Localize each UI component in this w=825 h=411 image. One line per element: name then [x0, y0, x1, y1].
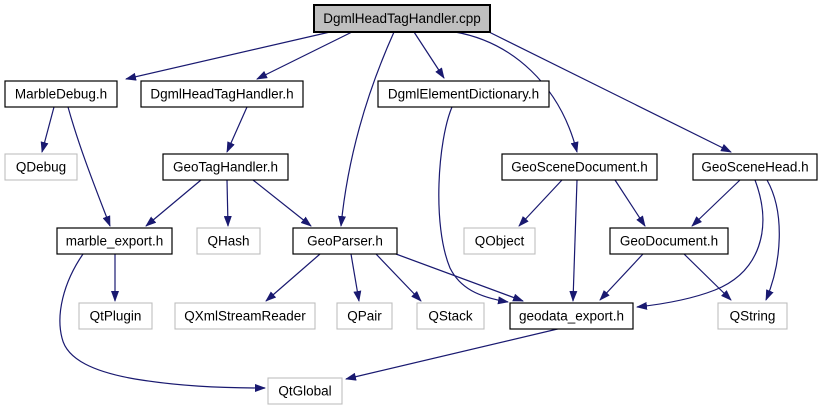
node-label-root: DgmlHeadTagHandler.cpp	[323, 11, 481, 26]
edge-geodata_export-to-qtglobal	[345, 326, 567, 381]
edge-root-to-geoparser	[338, 31, 395, 227]
edge-root-to-dgmlelemdict	[413, 31, 445, 79]
node-label-qpair: QPair	[347, 309, 382, 324]
edge-geoparser-to-qstack	[375, 253, 422, 302]
node-qstack: QStack	[416, 302, 485, 330]
node-box-qdebug	[4, 153, 78, 181]
node-root: DgmlHeadTagHandler.cpp	[313, 4, 491, 33]
node-box-qtplugin	[78, 302, 153, 330]
node-label-geoparser: GeoParser.h	[307, 234, 383, 249]
node-box-qhash	[196, 227, 261, 255]
node-geodocument[interactable]: GeoDocument.h	[609, 227, 729, 255]
node-geoscenedoc[interactable]: GeoSceneDocument.h	[501, 153, 658, 181]
node-marbledebug[interactable]: MarbleDebug.h	[4, 80, 118, 108]
node-box-qstack	[416, 302, 485, 330]
node-geodata_export[interactable]: geodata_export.h	[509, 302, 634, 330]
node-box-geoscenedoc[interactable]	[501, 153, 658, 181]
node-qstring: QString	[717, 302, 788, 330]
edge-geoscenehead-to-geodata_export	[636, 179, 764, 310]
node-label-geoscenedoc: GeoSceneDocument.h	[511, 160, 648, 175]
node-label-geodocument: GeoDocument.h	[620, 234, 718, 249]
node-box-qstring	[717, 302, 788, 330]
node-label-qtglobal: QtGlobal	[278, 384, 331, 399]
edge-geodocument-to-qstring	[683, 253, 732, 301]
node-box-marble_export[interactable]	[56, 227, 173, 255]
node-label-geotaghandler: GeoTagHandler.h	[173, 160, 278, 175]
edge-geotaghandler-to-qhash	[223, 179, 232, 227]
node-label-qdebug: QDebug	[16, 160, 66, 175]
node-box-dgmlheadtag_h[interactable]	[140, 80, 304, 108]
node-box-qtglobal	[267, 377, 343, 405]
node-qhash: QHash	[196, 227, 261, 255]
node-box-qpair	[336, 302, 393, 330]
node-label-geodata_export: geodata_export.h	[519, 309, 624, 324]
edge-root-to-geoscenedoc	[454, 31, 579, 153]
edge-geoparser-to-geodata_export	[395, 253, 524, 302]
node-box-geoparser[interactable]	[292, 227, 398, 255]
edge-root-to-dgmlheadtag_h	[256, 31, 353, 80]
node-marble_export[interactable]: marble_export.h	[56, 227, 173, 255]
node-box-dgmlelemdict[interactable]	[377, 80, 550, 108]
edge-geodocument-to-geodata_export	[599, 253, 644, 301]
edge-dgmlheadtag_h-to-geotaghandler	[226, 106, 248, 153]
node-qdebug: QDebug	[4, 153, 78, 181]
node-dgmlelemdict[interactable]: DgmlElementDictionary.h	[377, 80, 550, 108]
node-box-geodocument[interactable]	[609, 227, 729, 255]
edge-root-to-geoscenehead	[488, 31, 732, 153]
edge-marble_export-to-qtglobal	[59, 253, 266, 392]
node-box-qxmlstreamreader	[174, 302, 316, 330]
node-box-geodata_export[interactable]	[509, 302, 634, 330]
node-box-marbledebug[interactable]	[4, 80, 118, 108]
node-box-geoscenehead[interactable]	[692, 153, 818, 181]
node-geoscenehead[interactable]: GeoSceneHead.h	[692, 153, 818, 181]
edge-geoscenedoc-to-geodocument	[614, 179, 646, 227]
node-label-dgmlelemdict: DgmlElementDictionary.h	[388, 87, 539, 102]
node-geoparser[interactable]: GeoParser.h	[292, 227, 398, 255]
node-label-qstring: QString	[730, 309, 776, 324]
edge-geoscenehead-to-qstring	[765, 179, 780, 301]
node-dgmlheadtag_h[interactable]: DgmlHeadTagHandler.h	[140, 80, 304, 108]
node-box-geotaghandler[interactable]	[162, 153, 289, 181]
node-box-root	[313, 4, 491, 33]
node-label-geoscenehead: GeoSceneHead.h	[701, 160, 808, 175]
node-label-dgmlheadtag_h: DgmlHeadTagHandler.h	[150, 87, 293, 102]
edge-geoscenedoc-to-geodata_export	[569, 179, 578, 302]
node-qpair: QPair	[336, 302, 393, 330]
node-label-marble_export: marble_export.h	[66, 234, 164, 249]
node-qxmlstreamreader: QXmlStreamReader	[174, 302, 316, 330]
node-qtplugin: QtPlugin	[78, 302, 153, 330]
edge-geotaghandler-to-marble_export	[145, 179, 202, 227]
node-qobject: QObject	[463, 227, 536, 255]
node-qtglobal: QtGlobal	[267, 377, 343, 405]
edge-geoscenedoc-to-qobject	[518, 179, 563, 227]
node-label-qhash: QHash	[207, 234, 249, 249]
edge-geoparser-to-qxmlstreamreader	[265, 253, 321, 302]
edge-marbledebug-to-qdebug	[40, 106, 55, 153]
edge-geoparser-to-qpair	[350, 253, 362, 302]
node-box-qobject	[463, 227, 536, 255]
node-label-qstack: QStack	[428, 309, 473, 324]
edge-geotaghandler-to-geoparser	[252, 179, 312, 227]
edge-dgmlelemdict-to-geodata_export	[438, 106, 509, 305]
edge-marbledebug-to-marble_export	[67, 106, 111, 227]
edge-root-to-marbledebug	[125, 31, 331, 81]
node-label-qobject: QObject	[475, 234, 525, 249]
node-label-qtplugin: QtPlugin	[90, 309, 142, 324]
edge-geoscenehead-to-geodocument	[691, 179, 741, 227]
node-label-marbledebug: MarbleDebug.h	[15, 87, 107, 102]
edges-layer	[40, 31, 780, 392]
node-geotaghandler[interactable]: GeoTagHandler.h	[162, 153, 289, 181]
node-label-qxmlstreamreader: QXmlStreamReader	[184, 309, 306, 324]
